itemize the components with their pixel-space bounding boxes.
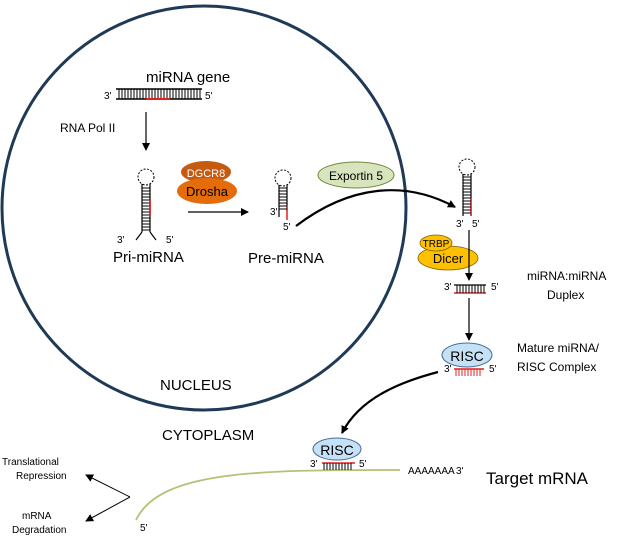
dgcr8-protein	[181, 161, 231, 183]
exportin5-protein	[317, 161, 395, 189]
bound-mirna-strand	[322, 462, 355, 470]
drosha-dgcr8-complex: DGCR8 Drosha	[177, 161, 237, 204]
mrna-5prime: 5'	[140, 523, 148, 534]
trbp-label: TRBP	[423, 239, 450, 250]
dgcr8-label: DGCR8	[187, 168, 226, 180]
duplex-3prime: 3'	[444, 282, 452, 293]
pre-mirna-5prime: 5'	[283, 222, 291, 233]
nucleus-label: NUCLEUS	[160, 377, 232, 394]
mature-5prime: 5'	[489, 364, 497, 375]
mrna-degradation-line1: mRNA	[22, 511, 52, 522]
mature-label-line1: Mature miRNA/	[517, 341, 600, 355]
mirna-gene-label: miRNA gene	[146, 69, 230, 86]
drosha-label: Drosha	[186, 184, 229, 199]
mrna-degradation-line2: Degradation	[12, 525, 66, 536]
target-mrna-strand	[135, 469, 401, 521]
exportin5-label: Exportin 5	[329, 169, 383, 183]
bound-5prime: 5'	[359, 459, 367, 470]
nuclear-export-arrow	[295, 189, 456, 227]
risc-label: RISC	[450, 348, 483, 364]
pri-mirna-label: Pri-miRNA	[113, 249, 184, 266]
pre-mirna-hairpin	[274, 169, 292, 220]
duplex-label-line1: miRNA:miRNA	[527, 269, 606, 283]
cytoplasm-label: CYTOPLASM	[162, 427, 254, 444]
target-mrna-label: Target mRNA	[486, 469, 589, 488]
pre-mirna-label: Pre-miRNA	[248, 250, 324, 267]
drosha-protein	[177, 178, 237, 204]
bound-risc-complex	[312, 437, 362, 461]
pri-mirna-5prime: 5'	[166, 235, 174, 246]
risc-complex	[441, 342, 493, 368]
mirna-duplex	[454, 284, 486, 294]
repression-arrow	[85, 474, 131, 498]
duplex-label-line2: Duplex	[547, 288, 584, 302]
degradation-arrow	[85, 496, 131, 522]
trbp-protein	[419, 234, 453, 252]
nucleus-boundary	[0, 4, 408, 412]
targeting-arrow	[341, 370, 439, 434]
mirna-gene-dna	[116, 88, 202, 100]
mature-label-line2: RISC Complex	[517, 360, 596, 374]
pre-mirna-3prime: 3'	[270, 207, 278, 218]
dicer-trbp-complex: TRBP Dicer	[417, 234, 479, 271]
pri-mirna-hairpin	[135, 168, 157, 241]
mirna-gene-5prime: 5'	[205, 91, 213, 102]
mirna-gene-3prime: 3'	[104, 91, 112, 102]
pri-mirna-3prime: 3'	[117, 235, 125, 246]
duplex-5prime: 5'	[491, 282, 499, 293]
translational-repression-line1: Translational	[2, 457, 59, 468]
mrna-3prime: 3'	[456, 466, 464, 477]
translational-repression-line2: Repression	[16, 471, 67, 482]
cyto-pre-mirna-3prime: 3'	[456, 219, 464, 230]
dicer-label: Dicer	[433, 251, 464, 266]
cyto-pre-mirna-5prime: 5'	[472, 219, 480, 230]
rna-pol-label: RNA Pol II	[60, 121, 115, 135]
mature-mirna-strand	[454, 368, 484, 376]
poly-a-tail: AAAAAAA	[408, 466, 455, 477]
bound-risc-label: RISC	[320, 442, 353, 458]
cytoplasmic-pre-mirna	[458, 158, 476, 216]
mature-3prime: 3'	[444, 364, 452, 375]
bound-3prime: 3'	[310, 459, 318, 470]
